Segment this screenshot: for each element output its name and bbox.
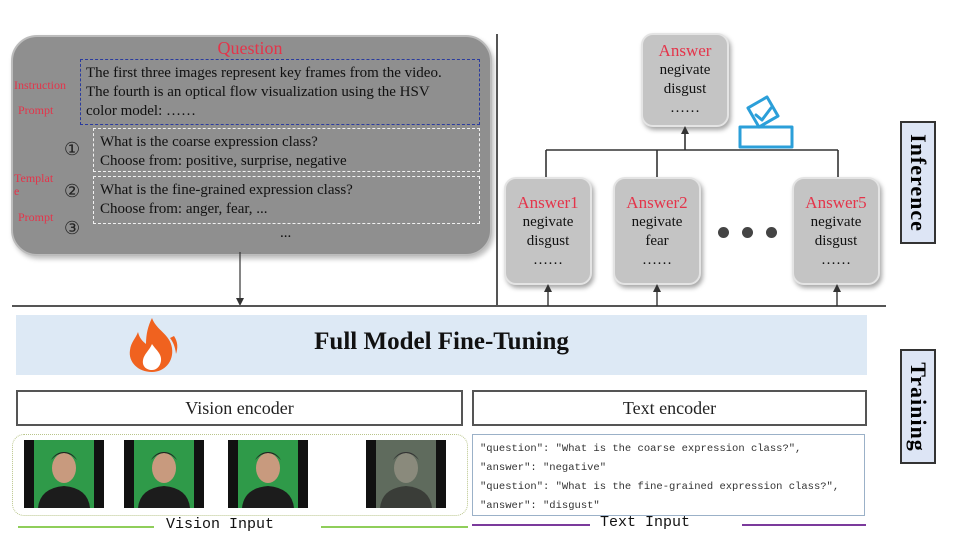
inference-tab: Inference xyxy=(900,121,936,244)
video-frame xyxy=(228,440,308,508)
instruction-text: The first three images represent key fra… xyxy=(86,64,476,121)
video-frame xyxy=(124,440,204,508)
template-ellipsis: ... xyxy=(280,225,292,241)
answer-card-5: Answer5 negivate disgust …… xyxy=(792,177,880,285)
template-question: What is the coarse expression class? xyxy=(100,134,318,150)
panel-divider xyxy=(496,34,498,306)
marker-3: ③ xyxy=(64,218,81,238)
question-panel xyxy=(11,35,492,256)
text-input-line: "answer": "negative" xyxy=(480,462,607,474)
marker-2: ② xyxy=(64,181,81,201)
vision-input-line-left xyxy=(18,526,154,528)
ellipsis-dot xyxy=(718,227,729,238)
answer-line: fear xyxy=(645,233,669,249)
instruction-label: Instruction xyxy=(14,78,66,92)
vote-connector xyxy=(545,126,839,180)
template-text-1: What is the coarse expression class? Cho… xyxy=(100,133,347,171)
ellipsis-dot xyxy=(742,227,753,238)
text-input-line: "answer": "disgust" xyxy=(480,500,600,512)
full-model-title: Full Model Fine-Tuning xyxy=(314,328,569,355)
flame-icon xyxy=(129,318,178,372)
question-title: Question xyxy=(217,38,283,58)
template-label: Template xyxy=(14,171,54,198)
vision-input-caption: Vision Input xyxy=(166,516,275,533)
answer-line: negivate xyxy=(631,214,683,230)
template-choices: Choose from: positive, surprise, negativ… xyxy=(100,153,347,169)
vision-input-panel xyxy=(12,434,468,516)
template-box-2 xyxy=(93,176,480,224)
ellipsis-dot xyxy=(766,227,777,238)
instruction-line: The fourth is an optical flow visualizat… xyxy=(86,84,430,100)
final-answer-title: Answer xyxy=(658,41,712,60)
question-down-arrow xyxy=(236,252,244,306)
training-tab: Training xyxy=(900,349,936,464)
vision-encoder: Vision encoder xyxy=(16,390,463,426)
video-frame xyxy=(24,440,104,508)
answer-line: disgust xyxy=(526,233,570,249)
answer-card-1: Answer1 negivate disgust …… xyxy=(504,177,592,285)
answer-line: negivate xyxy=(810,214,862,230)
text-input-line-right xyxy=(742,524,866,526)
text-input-panel xyxy=(472,434,865,516)
marker-1: ① xyxy=(64,139,81,159)
instruction-box xyxy=(80,59,480,125)
answer-title: Answer2 xyxy=(626,193,688,212)
answer-line: …… xyxy=(533,252,563,268)
inference-label: Inference xyxy=(906,133,931,232)
answer-line: negivate xyxy=(522,214,574,230)
text-input-line: "question": "What is the coarse expressi… xyxy=(480,443,802,455)
text-input-caption: Text Input xyxy=(600,514,691,531)
answer-card-2: Answer2 negivate fear …… xyxy=(613,177,701,285)
template-text-2: What is the fine-grained expression clas… xyxy=(100,181,353,219)
section-divider xyxy=(12,305,886,307)
prompt-label-2: Prompt xyxy=(18,210,54,224)
final-answer-line: negivate xyxy=(659,62,711,78)
answer-up-arrows xyxy=(544,284,841,306)
answer-line: …… xyxy=(821,252,851,268)
final-answer-line: …… xyxy=(670,100,700,116)
template-question: What is the fine-grained expression clas… xyxy=(100,182,353,198)
text-input-line: "question": "What is the fine-grained ex… xyxy=(480,481,840,493)
optical-flow-frame xyxy=(366,440,446,508)
text-encoder: Text encoder xyxy=(472,390,867,426)
final-answer-line: disgust xyxy=(663,81,707,97)
instruction-line: The first three images represent key fra… xyxy=(86,65,442,81)
text-input-line-left xyxy=(472,524,590,526)
answer-line: disgust xyxy=(814,233,858,249)
template-choices: Choose from: anger, fear, ... xyxy=(100,201,268,217)
template-box-1 xyxy=(93,128,480,172)
prompt-label-1: Prompt xyxy=(18,103,54,117)
ballot-box-check-icon xyxy=(738,95,794,149)
answer-title: Answer1 xyxy=(517,193,579,212)
training-label: Training xyxy=(906,361,931,452)
answer-title: Answer5 xyxy=(805,193,867,212)
answer-line: …… xyxy=(642,252,672,268)
vision-input-line-right xyxy=(321,526,468,528)
instruction-line: color model: …… xyxy=(86,103,196,119)
final-answer-card: Answer negivate disgust …… xyxy=(641,33,729,127)
